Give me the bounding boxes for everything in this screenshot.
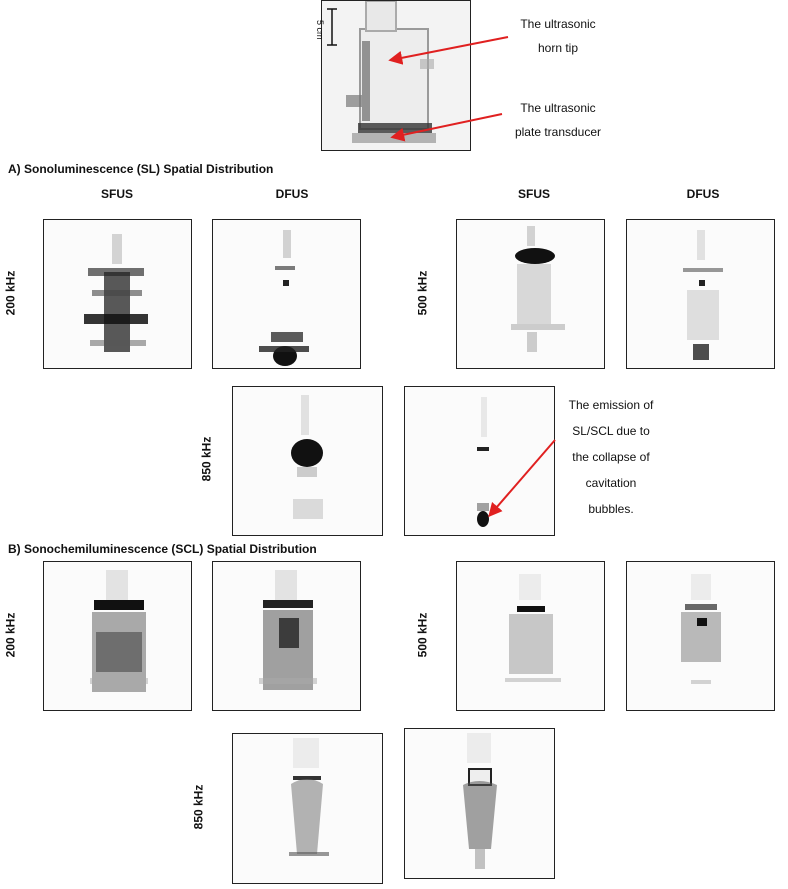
scl-500khz-dfus-image — [626, 561, 775, 711]
sl-500khz-sfus-image — [456, 219, 605, 369]
row-label-a-850: 850 kHz — [199, 436, 214, 482]
sl-200khz-dfus-image — [212, 219, 361, 369]
section-a-title: A) Sonoluminescence (SL) Spatial Distrib… — [8, 162, 274, 176]
emission-annotation: The emission of SL/SCL due to the collap… — [568, 398, 654, 516]
scl-200khz-dfus-image — [212, 561, 361, 711]
row-label-b-850: 850 kHz — [191, 784, 206, 830]
col-dfus-left: DFUS — [275, 187, 309, 201]
horn-tip-label: The ultrasonic horn tip — [520, 17, 596, 55]
row-label-b-200: 200 kHz — [3, 612, 18, 658]
row-label-a-200: 200 kHz — [3, 270, 18, 316]
sl-850khz-sfus-image — [232, 386, 383, 536]
row-label-b-500: 500 kHz — [415, 612, 430, 658]
sl-500khz-dfus-image — [626, 219, 775, 369]
scl-850khz-sfus-image — [232, 733, 383, 884]
col-sfus-right: SFUS — [517, 187, 550, 201]
section-b-title: B) Sonochemiluminescence (SCL) Spatial D… — [8, 542, 317, 556]
sl-850khz-dfus-image — [404, 386, 555, 536]
scl-850khz-dfus-image — [404, 728, 555, 879]
col-dfus-right: DFUS — [686, 187, 720, 201]
scl-500khz-sfus-image — [456, 561, 605, 711]
col-sfus-left: SFUS — [100, 187, 133, 201]
sl-200khz-sfus-image — [43, 219, 192, 369]
reactor-photo — [321, 0, 471, 151]
plate-transducer-label: The ultrasonic plate transducer — [514, 101, 602, 139]
scl-200khz-sfus-image — [43, 561, 192, 711]
row-label-a-500: 500 kHz — [415, 270, 430, 316]
scale-label: 5 cm — [315, 20, 325, 40]
